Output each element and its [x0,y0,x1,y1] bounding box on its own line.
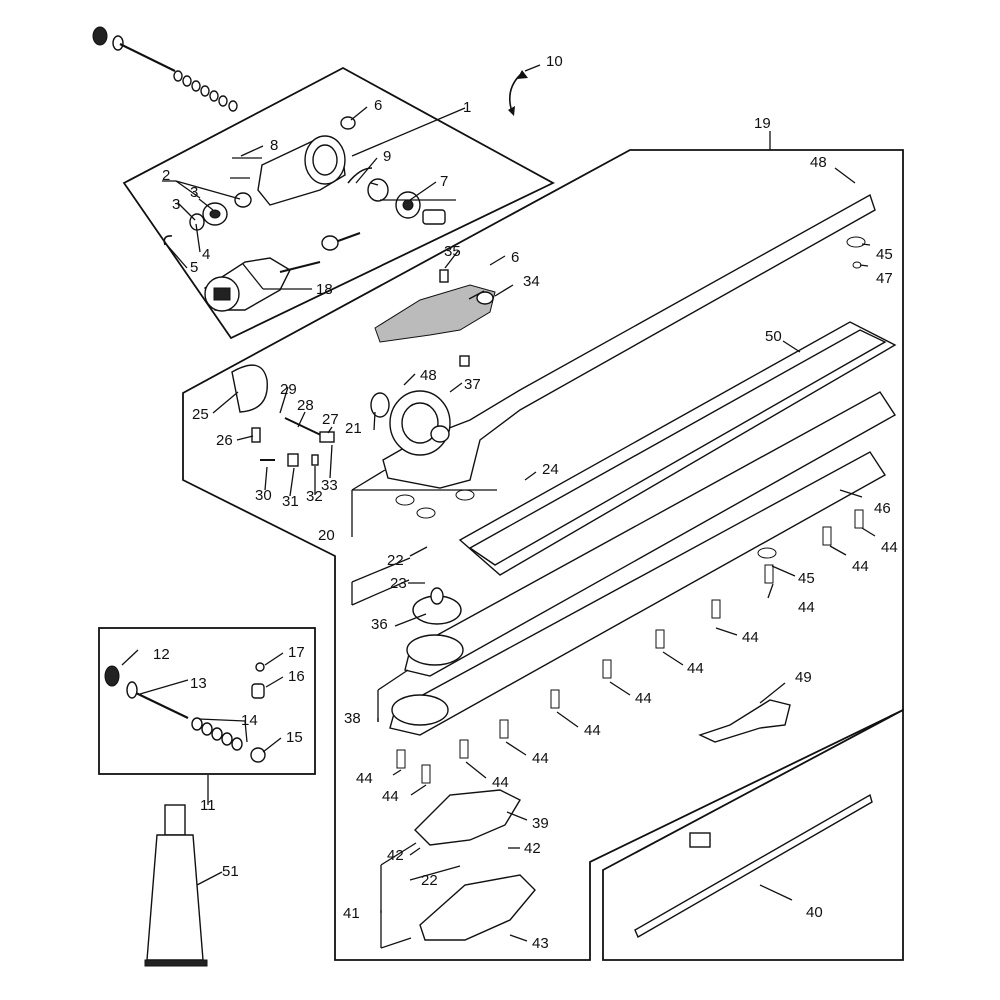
label-42b: 42 [524,840,541,857]
drive-shaft-kit [104,662,266,763]
leader-lines [121,64,876,949]
label-4: 4 [202,246,210,263]
label-44h: 44 [532,750,549,767]
label-28: 28 [297,397,314,414]
label-39: 39 [532,815,549,832]
label-24: 24 [542,461,559,478]
label-19: 19 [754,115,771,132]
label-17: 17 [288,644,305,661]
bolts-and-washers [395,236,866,784]
label-37: 37 [464,376,481,393]
label-25: 25 [192,406,209,423]
label-47: 47 [876,270,893,287]
label-51: 51 [222,863,239,880]
label-5: 5 [190,259,198,276]
label-6b: 6 [511,249,519,266]
label-38: 38 [344,710,361,727]
gear-housing-parts [163,116,446,312]
label-1: 1 [463,99,471,116]
drive-shaft-kit-frame [98,627,316,775]
label-3a: 3 [190,184,198,201]
label-27: 27 [322,411,339,428]
label-18: 18 [316,281,333,298]
label-48a: 48 [810,154,827,171]
part-number-labels: 1 2 3 3 4 5 6 6 7 8 9 10 11 12 13 14 15 … [153,53,898,952]
label-9: 9 [383,148,391,165]
label-44d: 44 [742,629,759,646]
label-30: 30 [255,487,272,504]
grease-tube [144,804,208,967]
blade-bar [458,321,897,576]
label-12: 12 [153,646,170,663]
gear-cover-and-housing [231,193,876,489]
cutting-blades [389,391,896,736]
label-42a: 42 [387,847,404,864]
label-3b: 3 [172,196,180,213]
label-26: 26 [216,432,233,449]
label-49: 49 [795,669,812,686]
label-2: 2 [162,167,170,184]
label-31: 31 [282,493,299,510]
base-gear-plate [412,587,536,941]
label-40: 40 [806,904,823,921]
guard-handle [698,699,791,743]
label-8: 8 [270,137,278,154]
label-50: 50 [765,328,782,345]
label-43: 43 [532,935,549,952]
label-45a: 45 [876,246,893,263]
pins-and-springs [251,269,449,467]
label-45b: 45 [798,570,815,587]
rotation-arrow-head-icon [508,70,528,116]
label-44b: 44 [852,558,869,575]
label-11: 11 [200,797,216,814]
label-29: 29 [280,381,297,398]
main-assembly-frame [182,149,904,961]
label-13: 13 [190,675,207,692]
label-22a: 22 [387,552,404,569]
label-10: 10 [546,53,563,70]
label-44g: 44 [584,722,601,739]
cutter-blade-strip [634,793,873,939]
label-44k: 44 [382,788,399,805]
label-34: 34 [523,273,540,290]
label-41: 41 [343,905,360,922]
label-16: 16 [288,668,305,685]
label-15: 15 [286,729,303,746]
label-36: 36 [371,616,388,633]
label-32: 32 [306,488,323,505]
label-21: 21 [345,420,362,437]
label-44j: 44 [356,770,373,787]
label-44i: 44 [492,774,509,791]
cutter-blade-set-frame [602,708,904,961]
label-44c: 44 [798,599,815,616]
label-48b: 48 [420,367,437,384]
label-7: 7 [440,173,448,190]
label-22b: 22 [421,872,438,889]
label-23: 23 [390,575,407,592]
label-33: 33 [321,477,338,494]
label-35: 35 [444,243,461,260]
gear-housing-frame [122,66,555,340]
label-20: 20 [318,527,335,544]
label-44e: 44 [687,660,704,677]
label-14: 14 [241,712,258,729]
label-6a: 6 [374,97,382,114]
drive-shaft-top [92,26,238,112]
label-44a: 44 [881,539,898,556]
label-46: 46 [874,500,891,517]
label-44f: 44 [635,690,652,707]
